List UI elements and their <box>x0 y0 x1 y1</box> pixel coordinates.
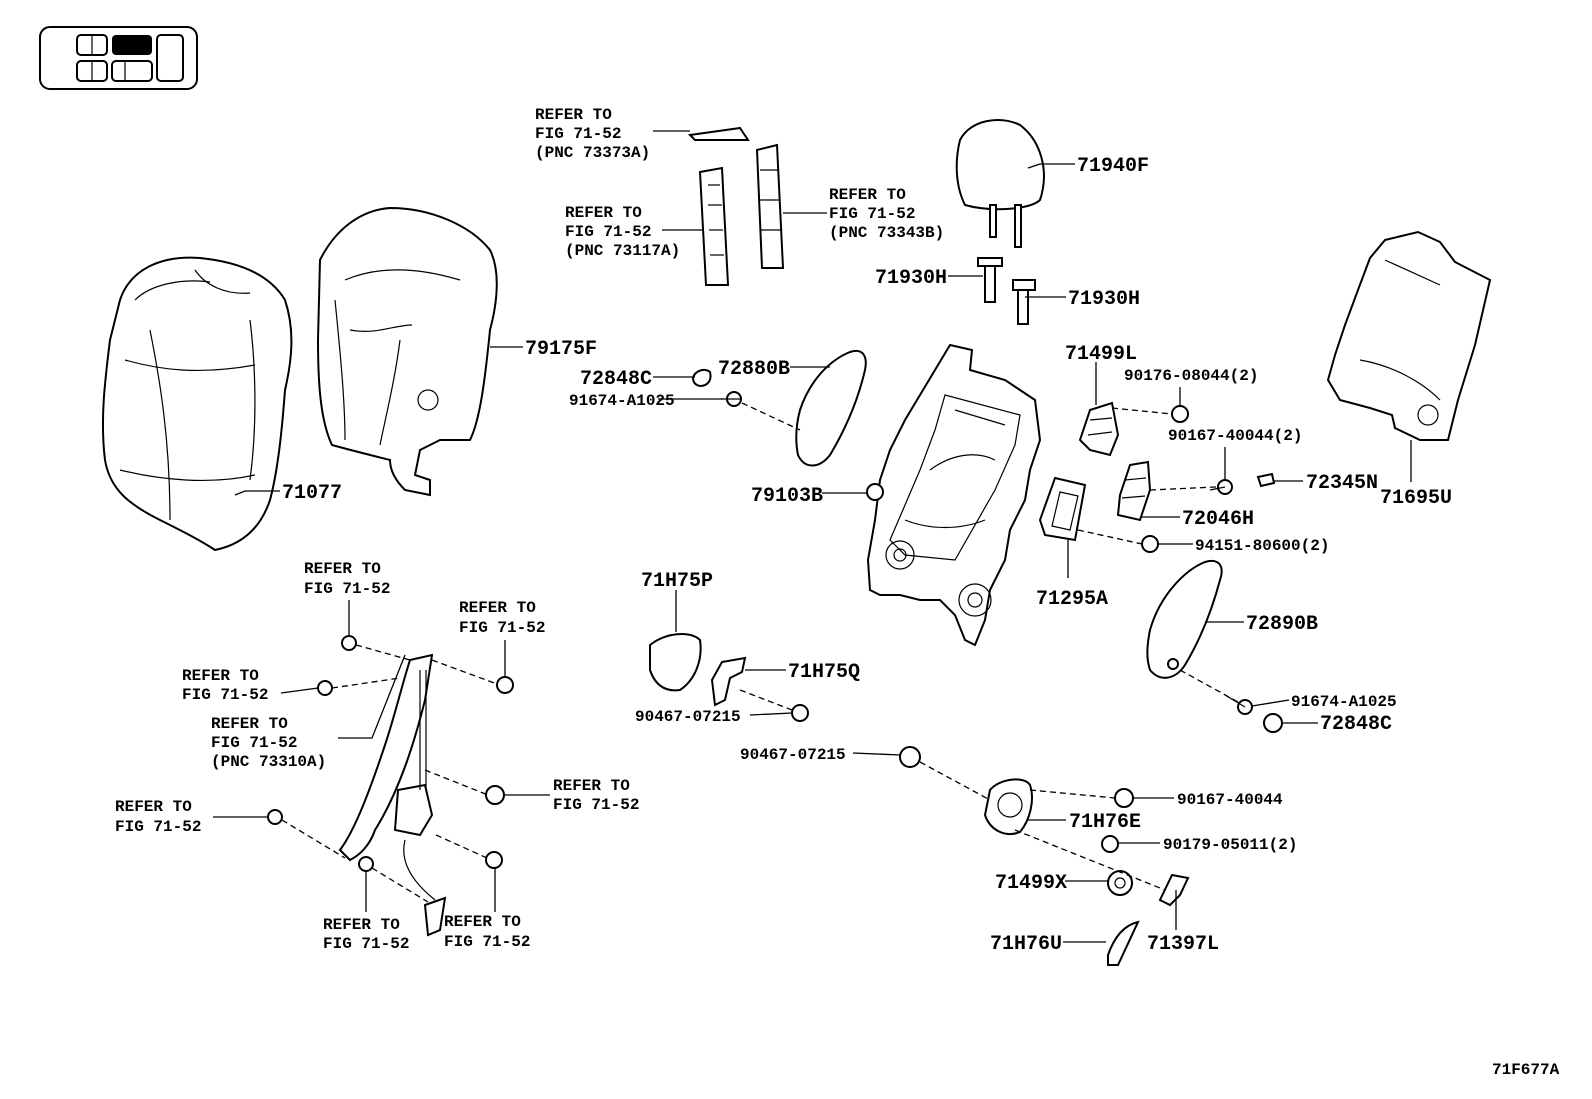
trim-71H76U-drawing <box>1107 920 1140 966</box>
seatback-frame-79103B-drawing <box>866 343 1042 647</box>
nut-90176-08044-drawing <box>1171 405 1189 423</box>
label-90176-08044: 90176-08044(2) <box>1124 367 1258 385</box>
seatbelt-73310A-drawing <box>338 653 447 937</box>
label-90167-40044-2: 90167-40044(2) <box>1168 427 1302 445</box>
label-71H76E: 71H76E <box>1069 811 1141 834</box>
label-72890B: 72890B <box>1246 613 1318 636</box>
ref-belt-1-refer: REFER TO <box>304 560 381 578</box>
screw-90467-07215-a-drawing <box>791 704 809 722</box>
screw-91674-A1025-b-drawing <box>1224 694 1253 715</box>
ref-73117A-pnc: (PNC 73117A) <box>565 242 680 260</box>
bolt-90167-40044-drawing <box>1114 788 1134 808</box>
ref-73343B-pnc: (PNC 73343B) <box>829 224 944 242</box>
cap-72848C-a-drawing <box>691 369 712 388</box>
part-labels: 71940F 71930H 71930H 79175F 71077 72848C… <box>282 155 1452 956</box>
ref-73373A-pnc: (PNC 73373A) <box>535 144 650 162</box>
ref-73343B-fig: FIG 71-52 <box>829 205 915 223</box>
spacer-71499X-drawing <box>1107 870 1133 896</box>
ref-belt-2-refer: REFER TO <box>459 599 536 617</box>
clip-72345N-drawing <box>1256 472 1276 488</box>
ref-belt-3-fig: FIG 71-52 <box>182 686 268 704</box>
belt-bolts-drawing <box>267 635 514 872</box>
trim-73343B-drawing <box>755 143 785 269</box>
trim-73117A-drawing <box>698 166 730 286</box>
label-90167-40044: 90167-40044 <box>1177 791 1283 809</box>
label-72880B: 72880B <box>718 358 790 381</box>
label-72046H: 72046H <box>1182 508 1254 531</box>
ref-belt-3-refer: REFER TO <box>182 667 259 685</box>
back-board-71695U-drawing <box>1326 230 1492 441</box>
ref-belt-4-refer: REFER TO <box>553 777 630 795</box>
headrest-guide-71930H-b-drawing <box>1012 279 1036 325</box>
leader-lines <box>213 130 1412 943</box>
label-72848C-a: 72848C <box>580 368 652 391</box>
reference-labels: REFER TO FIG 71-52 (PNC 73373A) REFER TO… <box>115 106 944 953</box>
ref-73310A-pnc: (PNC 73310A) <box>211 753 326 771</box>
ref-belt-7-fig: FIG 71-52 <box>444 933 530 951</box>
label-71H76U: 71H76U <box>990 933 1062 956</box>
label-71499L: 71499L <box>1065 343 1137 366</box>
nut-94151-80600-drawing <box>1141 535 1159 553</box>
label-90179-05011: 90179-05011(2) <box>1163 836 1297 854</box>
ref-belt-2-fig: FIG 71-52 <box>459 619 545 637</box>
nut-90179-05011-drawing <box>1101 835 1119 853</box>
ref-73343B-refer: REFER TO <box>829 186 906 204</box>
label-90467-07215-b: 90467-07215 <box>740 746 846 764</box>
housing-72046H-drawing <box>1116 460 1152 522</box>
seat-layout-locator-icon <box>39 26 198 90</box>
cover-71H76E-drawing <box>983 778 1033 835</box>
bracket-71397L-drawing <box>1158 873 1190 907</box>
screw-91674-A1025-a-drawing <box>721 391 742 407</box>
label-71295A: 71295A <box>1036 588 1108 611</box>
label-72848C-b: 72848C <box>1320 713 1392 736</box>
ref-73373A-refer: REFER TO <box>535 106 612 124</box>
headrest-guide-71930H-a-drawing <box>977 257 1003 303</box>
label-71930H-a: 71930H <box>875 267 947 290</box>
screw-90467-07215-b-drawing <box>899 746 921 768</box>
label-91674-A1025-a: 91674-A1025 <box>569 392 675 410</box>
ref-73117A-refer: REFER TO <box>565 204 642 222</box>
label-71H75P: 71H75P <box>641 570 713 593</box>
bracket-71295A-drawing <box>1038 476 1087 542</box>
ref-belt-7-refer: REFER TO <box>444 913 521 931</box>
diagram-id: 71F677A <box>1492 1061 1560 1079</box>
label-79103B: 79103B <box>751 485 823 508</box>
label-71695U: 71695U <box>1380 487 1452 510</box>
bracket-71H75Q-drawing <box>710 656 747 707</box>
ref-belt-1-fig: FIG 71-52 <box>304 580 390 598</box>
ref-73373A-fig: FIG 71-52 <box>535 125 621 143</box>
label-71940F: 71940F <box>1077 155 1149 178</box>
bolt-90167-40044-2-drawing <box>1209 479 1233 495</box>
label-94151-80600: 94151-80600(2) <box>1195 537 1329 555</box>
ref-73310A-refer: REFER TO <box>211 715 288 733</box>
label-71077: 71077 <box>282 482 342 505</box>
ref-belt-6-fig: FIG 71-52 <box>323 935 409 953</box>
ref-belt-4-fig: FIG 71-52 <box>553 796 639 814</box>
ref-belt-6-refer: REFER TO <box>323 916 400 934</box>
ref-73310A-fig: FIG 71-52 <box>211 734 297 752</box>
headrest-71940F-drawing <box>955 119 1045 248</box>
side-cover-72880B-drawing <box>795 350 867 467</box>
dashed-connectors <box>281 402 1239 903</box>
bracket-71499L-drawing <box>1078 401 1120 457</box>
label-71397L: 71397L <box>1147 933 1219 956</box>
label-71499X: 71499X <box>995 872 1067 895</box>
ref-belt-5-refer: REFER TO <box>115 798 192 816</box>
label-90467-07215-a: 90467-07215 <box>635 708 741 726</box>
ref-belt-5-fig: FIG 71-52 <box>115 818 201 836</box>
label-72345N: 72345N <box>1306 472 1378 495</box>
label-71H75Q: 71H75Q <box>788 661 860 684</box>
label-71930H-b: 71930H <box>1068 288 1140 311</box>
label-91674-A1025-b: 91674-A1025 <box>1291 693 1397 711</box>
label-79175F: 79175F <box>525 338 597 361</box>
cover-71H75P-drawing <box>649 633 702 692</box>
seatback-cover-71077-drawing <box>101 256 293 552</box>
ref-73117A-fig: FIG 71-52 <box>565 223 651 241</box>
side-cover-72890B-drawing <box>1146 560 1223 679</box>
cap-72848C-b-drawing <box>1263 713 1283 733</box>
trim-73373A-drawing <box>687 126 750 141</box>
seatback-cover-79175F-drawing <box>316 206 498 497</box>
